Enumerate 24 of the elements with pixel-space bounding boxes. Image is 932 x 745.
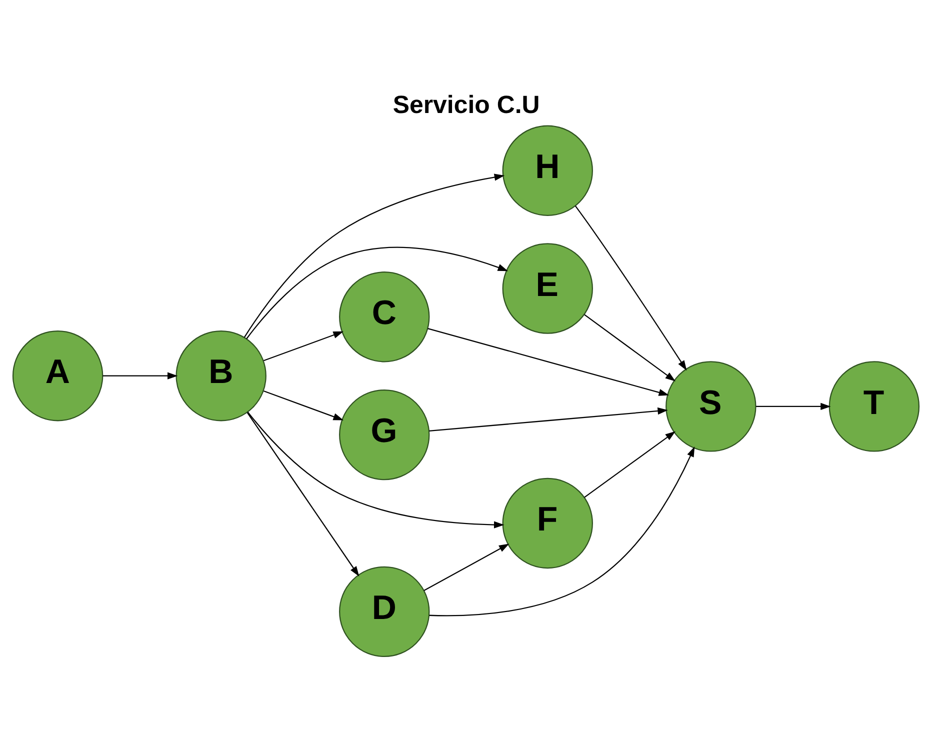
node-circle: C — [339, 271, 430, 362]
node-circle: F — [502, 477, 593, 568]
arrow — [756, 402, 831, 410]
arrow — [264, 330, 344, 361]
arrow — [428, 328, 670, 396]
arrow — [574, 205, 687, 370]
arrow — [247, 411, 504, 528]
arrow — [244, 173, 505, 338]
arrow — [263, 390, 344, 420]
arrow — [246, 246, 508, 339]
arrow — [102, 372, 178, 379]
arrow — [584, 314, 676, 381]
node-circle: H — [502, 124, 593, 216]
arrow — [584, 430, 676, 498]
diagram-title: Servicio C.U — [392, 90, 540, 118]
node-circle: E — [502, 242, 593, 334]
node-circle: T — [828, 360, 920, 452]
node-circle: G — [339, 388, 430, 480]
arrow — [429, 446, 695, 616]
arrow — [424, 543, 510, 590]
arrow — [429, 406, 668, 432]
arrow — [246, 412, 360, 576]
node-circle: A — [12, 330, 104, 421]
node-circle: B — [176, 330, 266, 421]
